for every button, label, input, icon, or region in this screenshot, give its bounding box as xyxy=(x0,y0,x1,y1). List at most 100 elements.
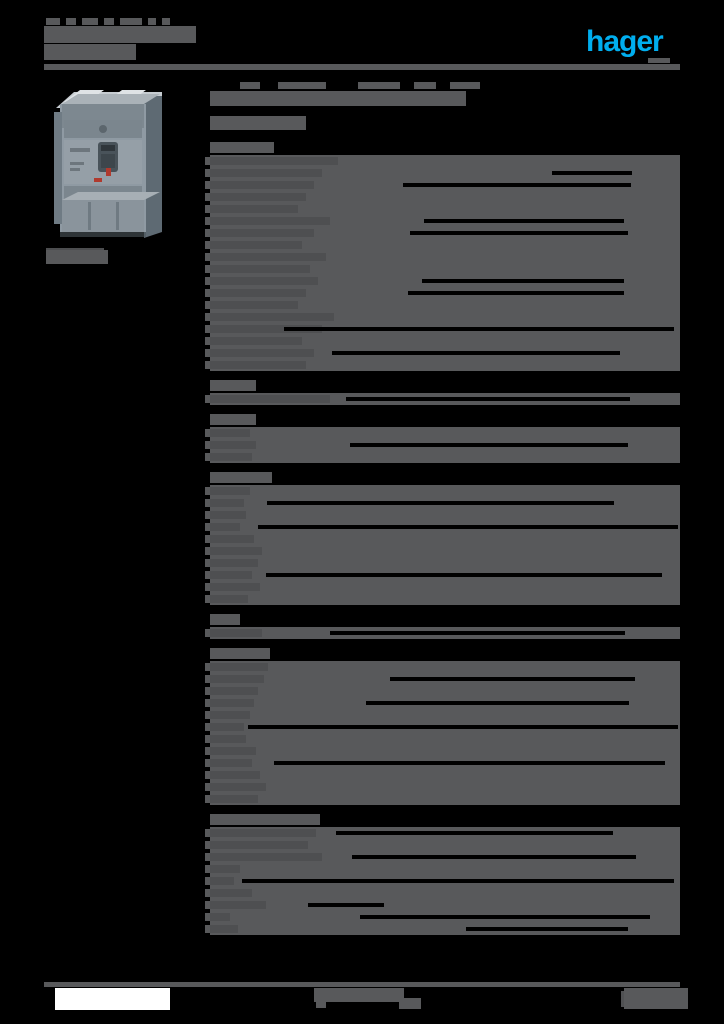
spec-row xyxy=(205,485,680,497)
row-bullet-icon xyxy=(205,193,210,201)
spec-band xyxy=(205,827,680,935)
row-bullet-icon xyxy=(205,337,210,345)
header-title-line-2 xyxy=(44,44,136,60)
row-bullet-icon xyxy=(205,723,210,731)
spec-label-redacted xyxy=(210,829,316,837)
spec-label-redacted xyxy=(210,289,306,297)
spec-label-redacted xyxy=(210,499,244,507)
section-heading-text-redacted xyxy=(210,380,256,391)
spec-label-redacted xyxy=(210,853,322,861)
spec-row xyxy=(205,581,680,593)
spec-row xyxy=(205,793,680,805)
spec-row xyxy=(205,275,680,287)
dot-leader xyxy=(360,915,650,919)
row-bullet-icon xyxy=(205,629,210,637)
row-bullet-icon xyxy=(205,583,210,591)
band-gap xyxy=(210,605,680,608)
header-divider xyxy=(44,64,680,70)
row-bullet-icon xyxy=(205,913,210,921)
row-bullet-icon xyxy=(205,499,210,507)
spec-row xyxy=(205,923,680,935)
row-bullet-icon xyxy=(205,169,210,177)
spec-label-redacted xyxy=(210,429,250,437)
spec-table xyxy=(205,142,680,938)
row-bullet-icon xyxy=(205,925,210,933)
spec-row xyxy=(205,427,680,439)
row-bullet-icon xyxy=(205,487,210,495)
spec-label-redacted xyxy=(210,759,252,767)
spec-band xyxy=(205,427,680,463)
spec-label-redacted xyxy=(210,771,260,779)
spec-label-redacted xyxy=(210,865,240,873)
dot-leader xyxy=(258,525,678,529)
section-heading-text-redacted xyxy=(210,814,320,825)
section-heading xyxy=(210,414,680,427)
row-bullet-icon xyxy=(205,523,210,531)
spec-label-redacted xyxy=(210,687,258,695)
spec-row xyxy=(205,263,680,275)
spec-label-redacted xyxy=(210,595,248,603)
dot-leader xyxy=(352,855,636,859)
spec-row xyxy=(205,287,680,299)
dot-leader xyxy=(422,279,624,283)
spec-row xyxy=(205,673,680,685)
spec-label-redacted xyxy=(210,241,302,249)
page-footer xyxy=(44,988,688,1014)
spec-row xyxy=(205,323,680,335)
row-bullet-icon xyxy=(205,265,210,273)
row-bullet-icon xyxy=(205,853,210,861)
row-bullet-icon xyxy=(205,241,210,249)
spec-label-redacted xyxy=(210,925,238,933)
dot-leader xyxy=(274,761,665,765)
row-bullet-icon xyxy=(205,829,210,837)
section-heading-text-redacted xyxy=(210,472,272,483)
dot-leader xyxy=(403,183,631,187)
row-bullet-icon xyxy=(205,877,210,885)
spec-row xyxy=(205,509,680,521)
spec-row xyxy=(205,299,680,311)
spec-band xyxy=(205,393,680,405)
section-heading xyxy=(210,648,680,661)
spec-label-redacted xyxy=(210,265,310,273)
row-bullet-icon xyxy=(205,595,210,603)
row-bullet-icon xyxy=(205,747,210,755)
spec-label-redacted xyxy=(210,913,230,921)
footer-center-text-redacted xyxy=(314,988,404,1002)
spec-row xyxy=(205,251,680,263)
spec-label-redacted xyxy=(210,583,260,591)
spec-row xyxy=(205,661,680,673)
band-gap xyxy=(210,805,680,808)
spec-label-redacted xyxy=(210,253,326,261)
dot-leader xyxy=(266,573,662,577)
spec-label-redacted xyxy=(210,325,322,333)
spec-label-redacted xyxy=(210,313,334,321)
circuit-breaker-illustration xyxy=(54,90,162,238)
spec-label-redacted xyxy=(210,901,266,909)
spec-label-redacted xyxy=(210,735,246,743)
spec-label-redacted xyxy=(210,675,264,683)
spec-label-redacted xyxy=(210,511,246,519)
dot-leader xyxy=(242,879,674,883)
dot-leader xyxy=(466,927,628,931)
spec-row xyxy=(205,769,680,781)
spec-row xyxy=(205,721,680,733)
dot-leader xyxy=(408,291,624,295)
spec-label-redacted xyxy=(210,441,256,449)
row-bullet-icon xyxy=(205,217,210,225)
main-content xyxy=(205,82,680,938)
row-bullet-icon xyxy=(205,571,210,579)
spec-label-redacted xyxy=(210,523,240,531)
page-subtitle xyxy=(210,114,680,136)
spec-label-redacted xyxy=(210,487,250,495)
spec-label-redacted xyxy=(210,349,314,357)
row-bullet-icon xyxy=(205,675,210,683)
spec-label-redacted xyxy=(210,217,330,225)
row-bullet-icon xyxy=(205,663,210,671)
spec-row xyxy=(205,215,680,227)
dot-leader xyxy=(308,903,384,907)
spec-row xyxy=(205,545,680,557)
row-bullet-icon xyxy=(205,735,210,743)
spec-row xyxy=(205,155,680,167)
spec-row xyxy=(205,733,680,745)
band-gap xyxy=(210,405,680,408)
